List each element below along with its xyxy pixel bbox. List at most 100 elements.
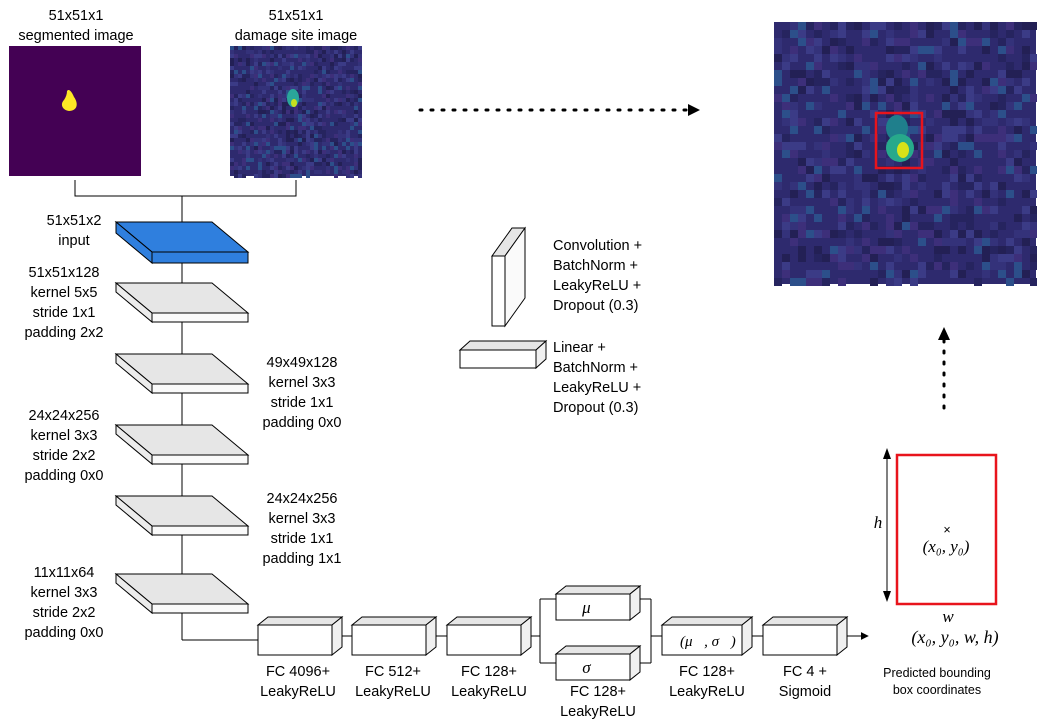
noise-pixel <box>306 174 310 178</box>
noise-pixel <box>950 94 958 102</box>
noise-pixel <box>934 214 942 222</box>
noise-pixel <box>314 170 318 174</box>
dotted-arrow-right-head <box>688 104 700 116</box>
noise-pixel <box>814 118 822 126</box>
noise-pixel <box>966 134 974 142</box>
noise-pixel <box>262 154 266 158</box>
noise-pixel <box>338 102 342 106</box>
noise-pixel <box>250 66 254 70</box>
noise-pixel <box>838 262 846 270</box>
noise-pixel <box>298 94 302 98</box>
noise-pixel <box>346 118 350 122</box>
noise-pixel <box>950 270 958 278</box>
noise-pixel <box>886 214 894 222</box>
noise-pixel <box>294 174 298 178</box>
noise-pixel <box>302 110 306 114</box>
noise-pixel <box>822 118 830 126</box>
noise-pixel <box>1014 166 1022 174</box>
noise-pixel <box>230 114 234 118</box>
noise-pixel <box>322 58 326 62</box>
noise-pixel <box>870 174 878 182</box>
noise-pixel <box>1014 270 1022 278</box>
noise-pixel <box>314 118 318 122</box>
noise-pixel <box>250 138 254 142</box>
noise-pixel <box>266 82 270 86</box>
noise-pixel <box>814 70 822 78</box>
noise-pixel <box>1022 190 1030 198</box>
noise-pixel <box>1030 246 1037 254</box>
noise-pixel <box>298 142 302 146</box>
noise-pixel <box>862 150 870 158</box>
noise-pixel <box>870 62 878 70</box>
noise-pixel <box>298 126 302 130</box>
noise-pixel <box>258 126 262 130</box>
noise-pixel <box>806 230 814 238</box>
noise-pixel <box>870 94 878 102</box>
noise-pixel <box>910 54 918 62</box>
noise-pixel <box>774 142 782 150</box>
layer-5-line-0: 11x11x64 <box>34 565 95 581</box>
noise-pixel <box>942 110 950 118</box>
noise-pixel <box>250 54 254 58</box>
noise-pixel <box>290 158 294 162</box>
noise-pixel <box>958 246 966 254</box>
noise-pixel <box>902 46 910 54</box>
noise-pixel <box>774 182 782 190</box>
noise-pixel <box>306 170 310 174</box>
noise-pixel <box>822 230 830 238</box>
noise-pixel <box>790 150 798 158</box>
noise-pixel <box>790 46 798 54</box>
noise-pixel <box>322 106 326 110</box>
noise-pixel <box>310 50 314 54</box>
noise-pixel <box>346 70 350 74</box>
noise-pixel <box>918 166 926 174</box>
noise-pixel <box>274 134 278 138</box>
noise-pixel <box>798 254 806 262</box>
noise-pixel <box>318 114 322 118</box>
noise-pixel <box>990 254 998 262</box>
layer-5-line-3: padding 0x0 <box>24 625 103 641</box>
noise-pixel <box>266 150 270 154</box>
noise-pixel <box>282 62 286 66</box>
noise-pixel <box>290 138 294 142</box>
noise-pixel <box>942 78 950 86</box>
noise-pixel <box>806 22 814 30</box>
noise-pixel <box>814 254 822 262</box>
noise-pixel <box>242 142 246 146</box>
noise-pixel <box>342 110 346 114</box>
noise-pixel <box>814 38 822 46</box>
noise-pixel <box>354 154 358 158</box>
noise-pixel <box>982 46 990 54</box>
noise-pixel <box>1014 102 1022 110</box>
noise-pixel <box>862 70 870 78</box>
noise-pixel <box>274 102 278 106</box>
noise-pixel <box>338 162 342 166</box>
noise-pixel <box>286 54 290 58</box>
noise-pixel <box>230 58 234 62</box>
noise-pixel <box>294 82 298 86</box>
noise-pixel <box>1022 230 1030 238</box>
noise-pixel <box>278 90 282 94</box>
noise-pixel <box>334 50 338 54</box>
noise-pixel <box>830 158 838 166</box>
noise-pixel <box>902 174 910 182</box>
noise-pixel <box>798 158 806 166</box>
noise-pixel <box>934 150 942 158</box>
noise-pixel <box>974 134 982 142</box>
noise-pixel <box>250 122 254 126</box>
noise-pixel <box>282 174 286 178</box>
noise-pixel <box>894 38 902 46</box>
noise-pixel <box>298 58 302 62</box>
noise-pixel <box>950 190 958 198</box>
noise-pixel <box>790 70 798 78</box>
noise-pixel <box>314 114 318 118</box>
noise-pixel <box>282 146 286 150</box>
noise-pixel <box>350 94 354 98</box>
noise-pixel <box>282 74 286 78</box>
noise-pixel <box>878 126 886 134</box>
noise-pixel <box>294 86 298 90</box>
noise-pixel <box>1006 158 1014 166</box>
noise-pixel <box>338 74 342 78</box>
noise-pixel <box>246 150 250 154</box>
noise-pixel <box>942 238 950 246</box>
